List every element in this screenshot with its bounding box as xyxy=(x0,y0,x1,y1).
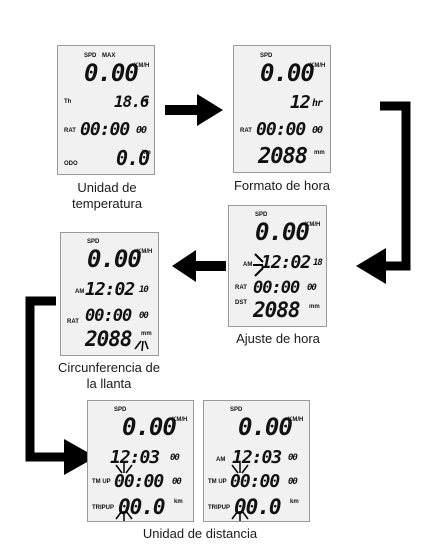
caption-time-setting: Ajuste de hora xyxy=(236,331,320,346)
clock-seconds: 18 xyxy=(313,258,323,268)
spd-label: SPD xyxy=(114,407,127,413)
speed-unit: KM/H xyxy=(288,417,304,423)
temperature-value: 18.6 xyxy=(114,92,150,111)
speed-unit: KM/H xyxy=(137,249,153,255)
trip-up-label: TRIPUP xyxy=(92,505,115,511)
clock-value: 12:02 xyxy=(85,279,135,300)
ride-time-value: 00:00 xyxy=(85,306,132,326)
lcd-panel-distance-unit-b: SPD 0.00 KM/H AM 12:03 00 TM UP 00:00 00… xyxy=(203,400,310,522)
am-label: AM xyxy=(243,262,253,268)
rat-label: RAT xyxy=(240,128,252,134)
trip-distance-value: 00.0 xyxy=(118,495,166,519)
speed-unit: KM/H xyxy=(172,417,188,423)
speed-value: 0.00 xyxy=(87,245,142,273)
spd-label: SPD xyxy=(87,239,100,245)
clock-value: 12:03 xyxy=(110,447,160,468)
hour-format-unit: hr xyxy=(312,98,323,109)
timer-up-label: TM UP xyxy=(208,479,227,485)
caption-tire-circumference: Circunferencia de la llanta xyxy=(58,360,160,391)
circumference-unit: mm xyxy=(314,150,325,156)
lcd-panel-temperature: SPD MAX 0.00 KM/H Th 18.6 °C RAT 00:00 0… xyxy=(57,45,155,175)
hour-format-value: 12 xyxy=(290,92,311,113)
circumference-unit: mm xyxy=(141,331,152,337)
ride-time-seconds: 00 xyxy=(307,283,317,293)
blink-marks-icon xyxy=(253,253,264,277)
speed-value: 0.00 xyxy=(255,218,310,246)
blink-marks-icon xyxy=(115,463,133,521)
clock-value: 12:02 xyxy=(261,252,311,273)
speed-unit: KM/H xyxy=(305,222,321,228)
th-label: Th xyxy=(64,99,72,105)
clock-seconds: 00 xyxy=(170,453,180,463)
temperature-unit: °C xyxy=(142,99,149,105)
trip-up-label: TRIPUP xyxy=(208,505,231,511)
lcd-panel-time-setting: SPD 0.00 KM/H AM 12:02 18 RAT DST 00:00 … xyxy=(228,205,327,327)
caption-distance-unit: Unidad de distancia xyxy=(142,526,258,541)
ride-time-seconds: 00 xyxy=(136,125,147,136)
blink-marks-icon xyxy=(231,463,249,521)
ride-time-value: 00:00 xyxy=(256,119,306,140)
circumference-value: 2088 xyxy=(258,144,308,169)
rat-label: RAT xyxy=(235,285,247,291)
circumference-value: 2088 xyxy=(253,298,301,322)
blink-marks-icon xyxy=(134,340,149,352)
caption-hour-format: Formato de hora xyxy=(233,178,331,193)
ride-time-seconds: 00 xyxy=(139,311,149,321)
ride-time-seconds: 00 xyxy=(312,125,323,136)
circumference-unit: mm xyxy=(309,304,320,310)
am-label: AM xyxy=(75,289,85,295)
am-label: AM xyxy=(216,457,226,463)
odo-label: ODO xyxy=(64,161,78,167)
dst-label: DST xyxy=(235,300,247,306)
odometer-value: 0.0 xyxy=(116,146,150,170)
speed-unit: KM/H xyxy=(310,63,326,69)
speed-value: 0.00 xyxy=(260,59,315,87)
ride-time-value: 00:00 xyxy=(253,278,300,298)
caption-temperature-unit: Unidad de temperatura xyxy=(71,180,143,211)
ride-time-value: 00:00 xyxy=(114,471,164,492)
arrow-right-icon xyxy=(165,94,223,126)
circumference-value: 2088 xyxy=(85,327,133,351)
timer-up-label: TM UP xyxy=(92,479,111,485)
speed-value: 0.00 xyxy=(122,413,177,441)
arrow-left-icon xyxy=(172,250,226,282)
lcd-panel-distance-unit-a: SPD 0.00 KM/H 12:03 00 TM UP 00:00 00 TR… xyxy=(87,400,194,522)
trip-distance-unit: km xyxy=(174,499,183,505)
spd-label: SPD xyxy=(84,53,97,59)
ride-time-seconds: 00 xyxy=(288,477,298,487)
ride-time-value: 00:00 xyxy=(230,471,280,492)
rat-label: RAT xyxy=(67,319,79,325)
lcd-panel-tire-circumference: SPD 0.00 KM/H AM 12:02 10 RAT 00:00 00 2… xyxy=(60,232,159,356)
spd-label: SPD xyxy=(230,407,243,413)
speed-value: 0.00 xyxy=(238,413,293,441)
trip-distance-unit: km xyxy=(290,499,299,505)
spd-label: SPD xyxy=(260,53,273,59)
odometer-unit: km xyxy=(142,150,151,156)
lcd-panel-hour-format: SPD 0.00 KM/H 12 hr RAT 00:00 00 2088 mm xyxy=(233,45,331,173)
bracket-arrow-down-left-icon xyxy=(356,101,411,284)
max-label: MAX xyxy=(102,53,116,59)
bracket-arrow-down-right-icon xyxy=(25,296,96,475)
speed-value: 0.00 xyxy=(84,59,139,87)
trip-distance-value: 00.0 xyxy=(234,495,282,519)
ride-time-value: 00:00 xyxy=(80,119,130,140)
clock-seconds: 00 xyxy=(288,453,298,463)
spd-label: SPD xyxy=(255,212,268,218)
rat-label: RAT xyxy=(64,128,76,134)
speed-unit: KM/H xyxy=(134,63,150,69)
clock-seconds: 10 xyxy=(139,285,149,295)
clock-value: 12:03 xyxy=(232,447,282,468)
ride-time-seconds: 00 xyxy=(172,477,182,487)
